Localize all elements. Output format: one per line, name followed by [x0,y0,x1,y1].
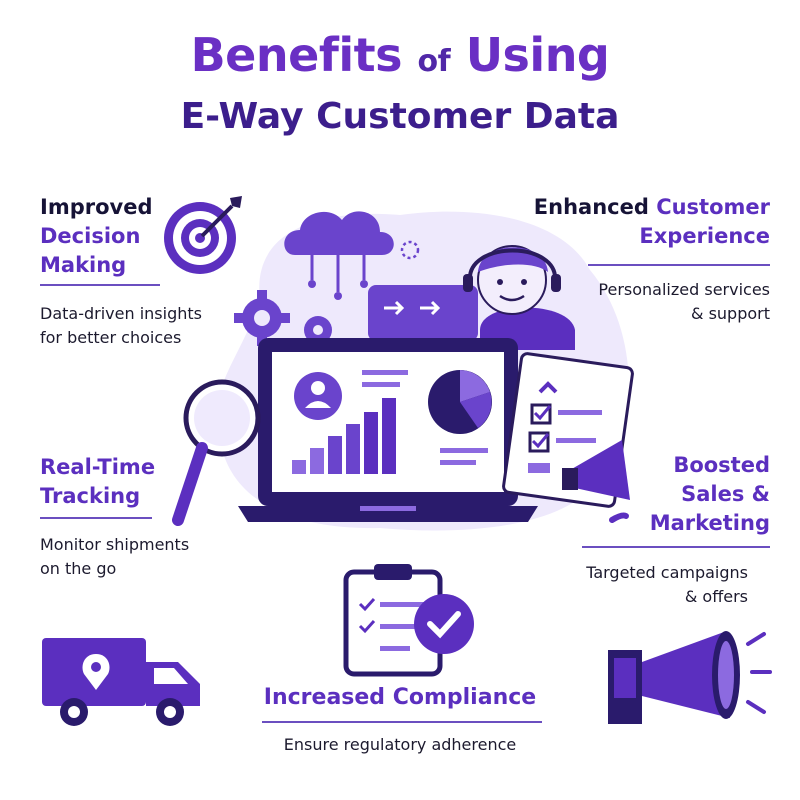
title-line-2: E-Way Customer Data [180,96,620,137]
decision-desc-line-2: for better choices [40,328,182,347]
compliance-divider [262,721,542,723]
decision-heading: Improved Decision Making [40,193,152,280]
clipboard-check-icon [343,564,474,677]
tracking-divider [40,517,152,519]
tracking-desc-line-2: on the go [40,559,117,578]
chat-panel [368,285,478,341]
dots-icon [400,240,420,260]
experience-desc-line-1: Personalized services [598,280,770,299]
compliance-description: Ensure regulatory adherence [283,735,517,754]
tracking-desc-line-1: Monitor shipments [40,535,190,554]
title-line-1: Benefits of Using [0,28,800,82]
title-word-benefits: Benefits [190,28,403,82]
tracking-heading: Real-Time Tracking [40,453,155,511]
title-word-using: Using [465,28,610,82]
megaphone-small-icon [562,440,630,500]
experience-description: Personalized services & support [598,278,770,326]
compliance-heading: Increased Compliance [263,685,537,710]
decision-desc-line-1: Data-driven insights [40,304,202,323]
delivery-truck-icon [42,638,200,726]
central-illustration [172,211,634,531]
tracking-heading-word-2: Tracking [40,484,141,508]
decision-description: Data-driven insights for better choices [40,302,202,350]
tracking-heading-word-1: Real-Time [40,455,156,479]
sales-desc-line-1: Targeted campaigns [586,563,748,582]
title-word-of: of [417,44,451,79]
decision-heading-word-3: Making [40,253,127,277]
experience-heading-word-1: Enhanced [533,195,649,219]
magnifier-icon [172,379,261,526]
sales-heading-word-3: Marketing [649,511,770,535]
decision-heading-word-1: Improved [40,195,153,219]
tracking-description: Monitor shipments on the go [40,533,189,581]
decision-divider [40,284,160,286]
sales-heading: Boosted Sales & Marketing [650,451,770,538]
laptop-icon [238,338,538,522]
experience-desc-line-2: & support [691,304,770,323]
sales-description: Targeted campaigns & offers [586,561,748,609]
decision-heading-word-2: Decision [40,224,141,248]
sales-desc-line-2: & offers [684,587,748,606]
target-icon [164,196,242,274]
megaphone-icon [608,631,772,724]
sales-heading-word-2: Sales & [681,482,770,506]
experience-divider [588,264,770,266]
experience-heading-word-2: Customer [656,195,770,219]
sales-heading-word-1: Boosted [673,453,770,477]
cloud-icon [284,211,394,300]
sales-divider [582,546,770,548]
experience-heading: Enhanced Customer Experience [534,193,770,251]
experience-heading-word-3: Experience [639,224,770,248]
